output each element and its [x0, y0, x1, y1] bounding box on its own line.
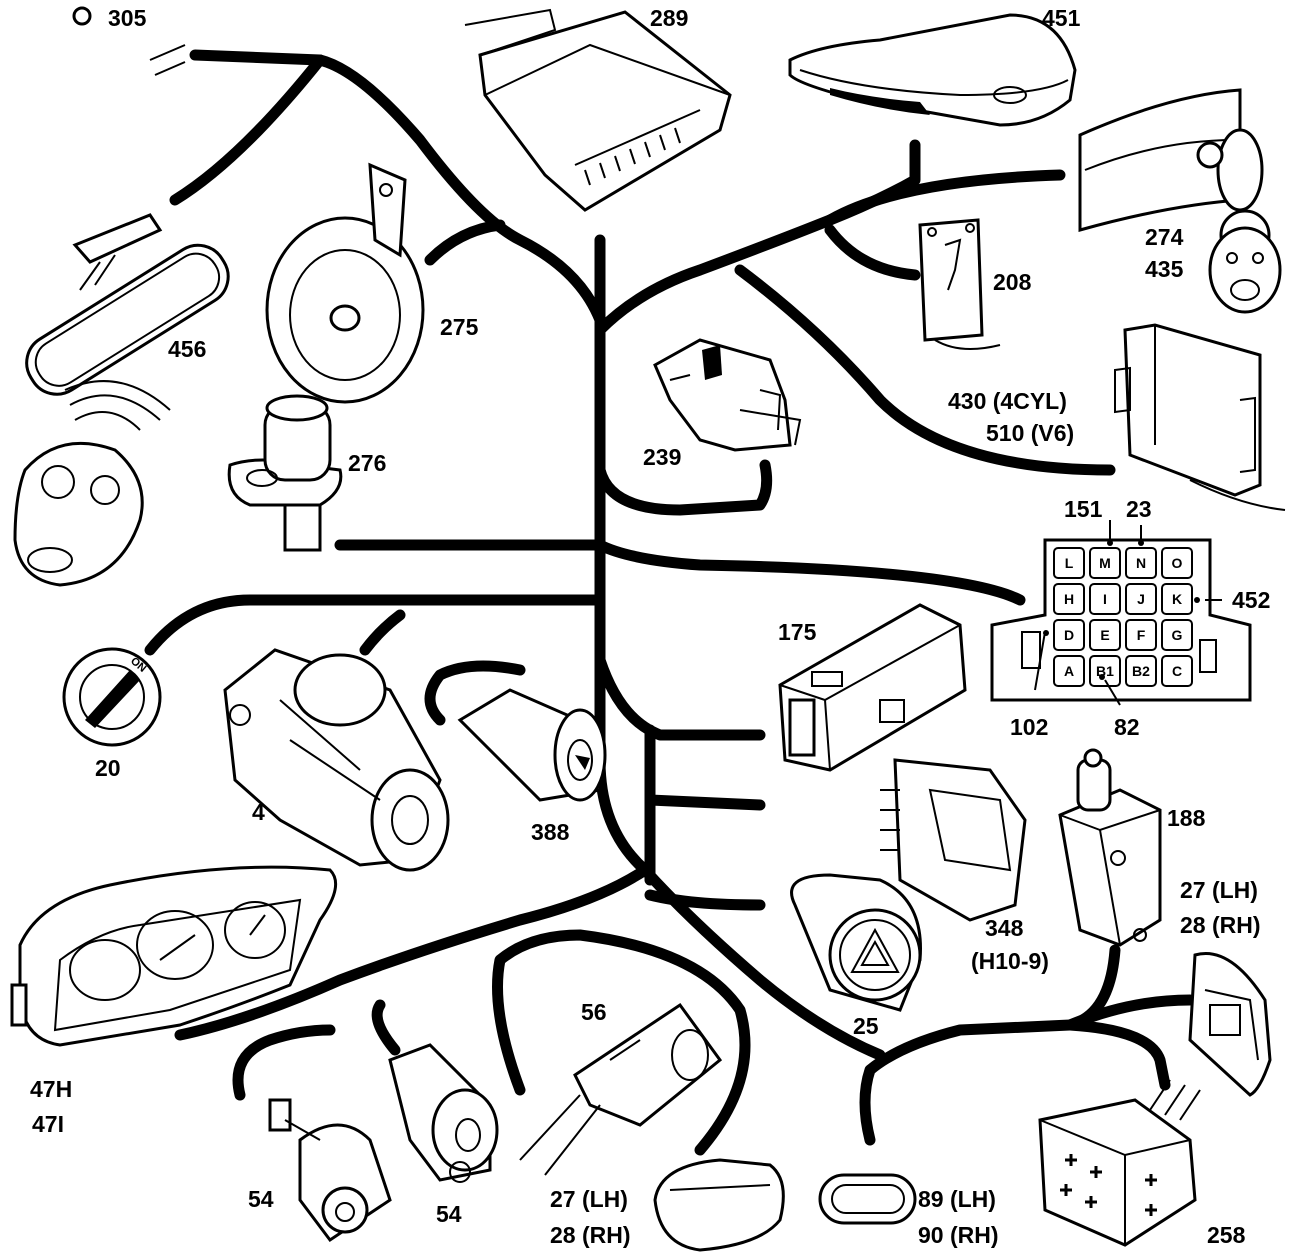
component-54-switch-right [388, 1043, 499, 1183]
label-258: 258 [1207, 1222, 1246, 1248]
label-27lh-right: 27 (LH) [1180, 877, 1258, 903]
label-90: 90 (RH) [918, 1222, 999, 1248]
component-25-hazard-switch [790, 873, 922, 1012]
fuse-B1: B1 [1096, 663, 1114, 679]
component-348-connector [880, 758, 1027, 922]
label-20: 20 [95, 755, 121, 781]
component-275-horn [265, 162, 425, 404]
fuse-A: A [1064, 663, 1074, 679]
label-452: 452 [1232, 587, 1270, 613]
component-239-module [653, 338, 802, 452]
fuse-row-4: A B1 B2 C [1053, 655, 1193, 687]
fuse-J: J [1137, 591, 1145, 607]
label-451: 451 [1042, 5, 1081, 31]
fuse-C: C [1172, 663, 1182, 679]
label-188: 188 [1167, 805, 1206, 831]
wiring-harness [144, 49, 1196, 1156]
component-456-mirror [25, 213, 230, 396]
label-275: 275 [440, 314, 479, 340]
component-20-ignition: ON [62, 647, 162, 747]
fuse-M: M [1099, 555, 1111, 571]
fuse-D: D [1064, 627, 1074, 643]
component-54-switch-left [268, 1098, 392, 1243]
label-28rh-bottom: 28 (RH) [550, 1222, 631, 1248]
fuse-G: G [1172, 627, 1183, 643]
label-305: 305 [108, 5, 147, 31]
component-274-lock-and-key [1078, 88, 1282, 314]
component-188-switch [1058, 748, 1162, 947]
label-54-left: 54 [248, 1186, 274, 1212]
fuse-K: K [1172, 591, 1182, 607]
fuse-row-2: H I J K [1053, 583, 1193, 615]
label-456: 456 [168, 336, 206, 362]
label-47i: 47I [32, 1111, 64, 1137]
label-208: 208 [993, 269, 1032, 295]
component-89-90-repeater [818, 1173, 917, 1225]
component-258-connector [1038, 1079, 1201, 1247]
label-239: 239 [643, 444, 681, 470]
fuse-B2: B2 [1132, 663, 1150, 679]
remote-fob-icon [13, 380, 171, 587]
label-54-right: 54 [436, 1201, 462, 1227]
component-27-28-repeater-right [1188, 952, 1272, 1097]
component-56-sensor [519, 1002, 723, 1176]
component-47-instrument-pack [10, 865, 338, 1047]
component-27-28-repeater-bottom [653, 1158, 785, 1252]
fuse-I: I [1103, 591, 1107, 607]
label-4: 4 [252, 799, 265, 825]
label-25: 25 [853, 1013, 879, 1039]
component-208-switch [918, 218, 1001, 350]
fuse-H: H [1064, 591, 1074, 607]
component-451-roof-console [788, 13, 1077, 127]
component-labels: 305 289 451 456 275 274 435 208 276 239 … [30, 5, 1270, 1248]
fuse-row-3: D E F G [1053, 619, 1193, 651]
label-388: 388 [531, 819, 570, 845]
fuse-N: N [1136, 555, 1146, 571]
component-430-510-ecu [1114, 323, 1286, 511]
component-289-ecu [464, 8, 732, 212]
label-510: 510 (V6) [986, 420, 1074, 446]
fuse-row-1: L M N O [1053, 547, 1193, 579]
component-305-hose [72, 6, 186, 176]
component-175-module [778, 603, 967, 772]
component-388-lamp [457, 688, 607, 802]
label-175: 175 [778, 619, 817, 645]
label-274: 274 [1145, 224, 1184, 250]
label-27lh-bottom: 27 (LH) [550, 1186, 628, 1212]
fuse-L: L [1065, 555, 1074, 571]
label-102: 102 [1010, 714, 1048, 740]
label-348-sub: (H10-9) [971, 948, 1049, 974]
label-56: 56 [581, 999, 607, 1025]
fuse-O: O [1172, 555, 1183, 571]
label-82: 82 [1114, 714, 1140, 740]
label-151: 151 [1064, 496, 1103, 522]
component-276-door-switch [227, 394, 343, 552]
component-4-starter-motor [223, 648, 450, 872]
label-289: 289 [650, 5, 688, 31]
label-348: 348 [985, 915, 1024, 941]
label-23: 23 [1126, 496, 1152, 522]
fuse-F: F [1137, 627, 1146, 643]
label-89: 89 (LH) [918, 1186, 996, 1212]
label-47h: 47H [30, 1076, 72, 1102]
label-28rh-right: 28 (RH) [1180, 912, 1261, 938]
label-435: 435 [1145, 256, 1184, 282]
fusebox-diagram [990, 538, 1252, 702]
label-430: 430 (4CYL) [948, 388, 1067, 414]
label-276: 276 [348, 450, 386, 476]
fusebox-cells: L M N O H I J K D E F G A B1 B2 C [1034, 520, 1222, 706]
fuse-E: E [1100, 627, 1109, 643]
